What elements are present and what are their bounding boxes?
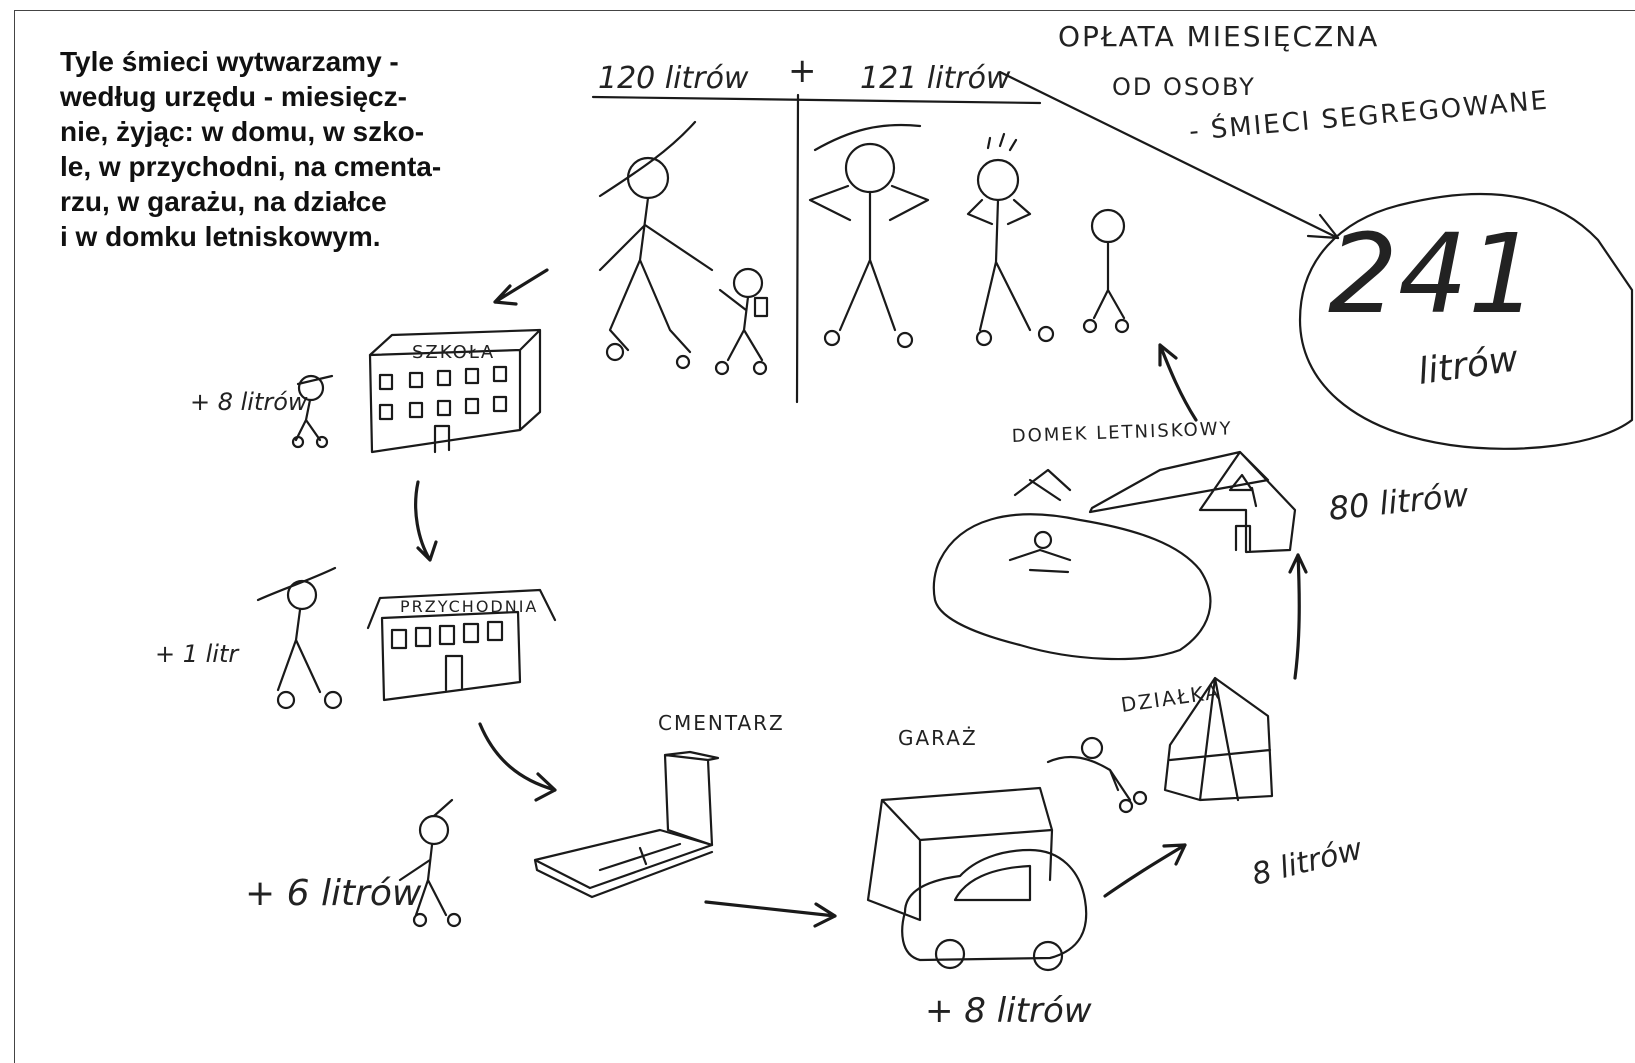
arrow-to-garage	[706, 902, 835, 926]
family-figure-adult	[600, 122, 712, 368]
arrow-to-allotment	[1105, 845, 1185, 896]
family-figure-kid	[1084, 210, 1128, 332]
arrow-to-school	[495, 270, 547, 304]
arrow-to-cottage	[1290, 555, 1306, 678]
cottage-building	[1090, 452, 1295, 552]
family-figure-child	[716, 269, 767, 374]
arrow-to-family	[1160, 345, 1196, 420]
clinic-stick-figure	[258, 568, 341, 708]
clinic-amount: + 1 litr	[155, 640, 240, 668]
arrow-to-clinic	[416, 482, 436, 560]
left-amount-label: 120 litrów	[598, 61, 749, 96]
cemetery-label: CMENTARZ	[658, 711, 785, 735]
clinic-label: PRZYCHODNIA	[400, 597, 538, 616]
allotment-label: DZIAŁKA	[1119, 679, 1222, 717]
total-unit: litrów	[1416, 338, 1522, 393]
total-value: 241	[1328, 210, 1538, 338]
header-line	[593, 97, 1040, 103]
right-amount-label: 121 litrów	[860, 61, 1011, 96]
allotment-stick-figure	[1048, 738, 1146, 812]
fee-per-person: OD OSOBY	[1112, 73, 1256, 101]
grave-icon	[535, 752, 718, 897]
family-figure-grandfather	[810, 125, 928, 347]
cottage-amount: 80 litrów	[1327, 475, 1471, 528]
plus-sign: +	[788, 51, 817, 91]
school-amount: + 8 litrów	[190, 388, 308, 416]
garage-amount: + 8 litrów	[925, 991, 1092, 1031]
tent-icon	[1015, 470, 1070, 500]
family-figure-grandmother	[968, 134, 1053, 345]
cottage-label: DOMEK LETNISKOWY	[1011, 418, 1232, 447]
divider-line	[797, 95, 798, 402]
pond-shape	[934, 514, 1211, 659]
fee-title: OPŁATA MIESIĘCZNA	[1058, 20, 1379, 53]
swimmer-icon	[1010, 532, 1070, 572]
garage-label: GARAŻ	[898, 726, 978, 750]
car-icon	[902, 850, 1086, 970]
cemetery-amount: + 6 litrów	[245, 873, 422, 914]
school-label: SZKOŁA	[412, 342, 495, 363]
allotment-amount: 8 litrów	[1248, 832, 1366, 893]
arrow-to-cemetery	[480, 724, 555, 800]
